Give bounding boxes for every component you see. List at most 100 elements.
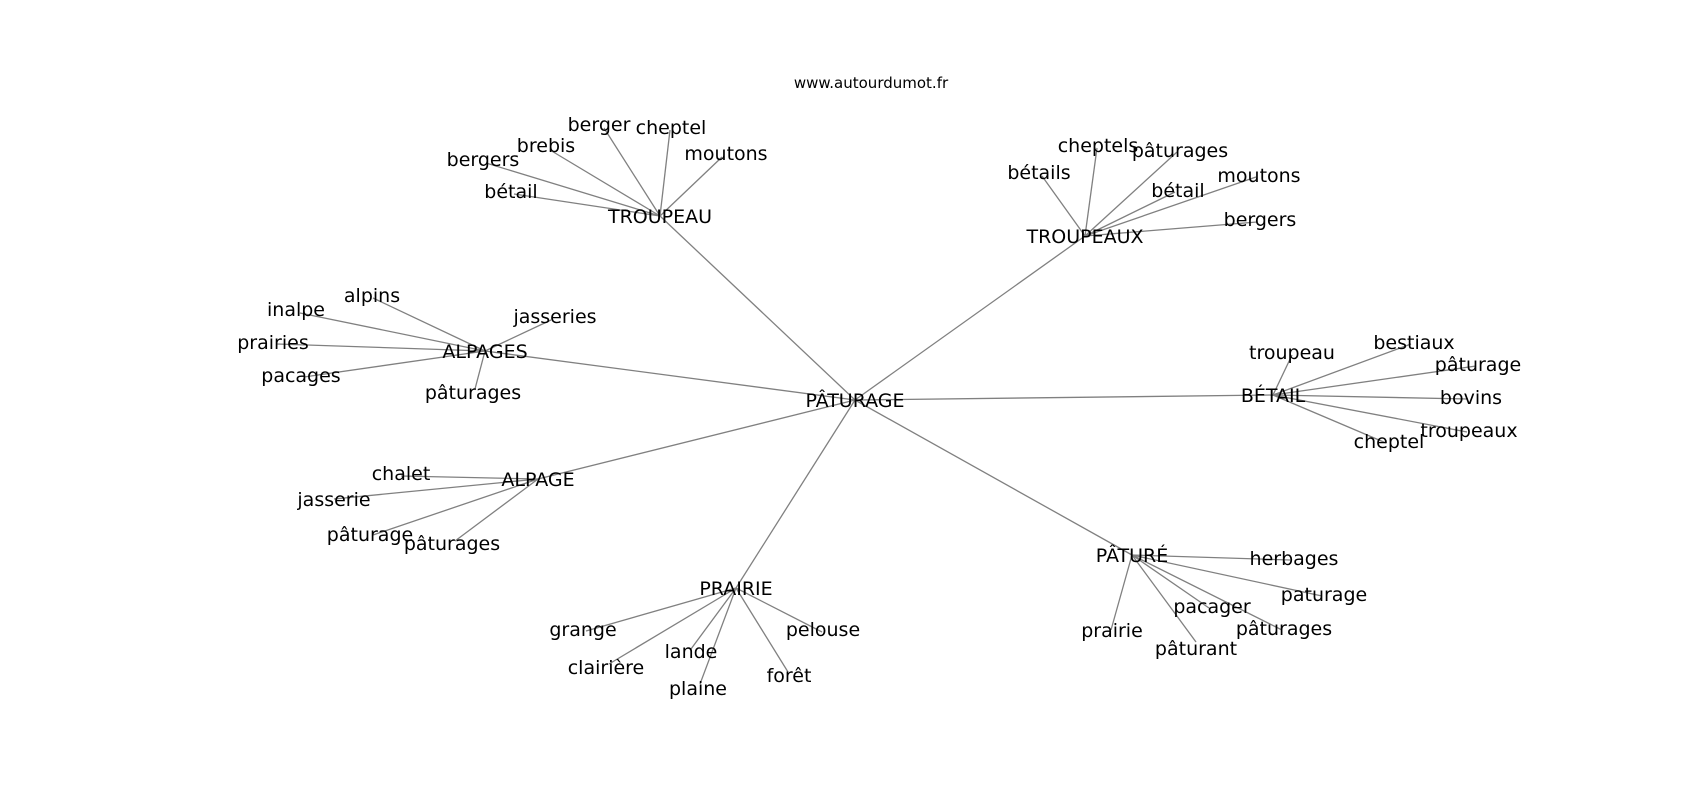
leaf-node[interactable]: pâturages bbox=[1132, 140, 1228, 162]
leaf-node[interactable]: grange bbox=[549, 619, 616, 641]
leaf-node[interactable]: jasseries bbox=[512, 306, 596, 328]
edge-hub-to-leaf bbox=[1272, 394, 1468, 433]
edge-hub-to-leaf bbox=[1131, 554, 1210, 609]
source-watermark: www.autourdumot.fr bbox=[794, 74, 949, 92]
edge-hub-to-leaf bbox=[1272, 394, 1387, 444]
leaf-node[interactable]: pâturages bbox=[1236, 618, 1332, 640]
leaf-node[interactable]: forêt bbox=[767, 665, 812, 687]
edge-hub-to-leaf bbox=[690, 587, 737, 650]
leaf-node[interactable]: alpins bbox=[344, 285, 400, 307]
hub-node[interactable]: TROUPEAUX bbox=[1025, 226, 1143, 248]
edge-hub-to-leaf bbox=[1272, 394, 1469, 400]
hub-node[interactable]: ALPAGE bbox=[501, 469, 574, 491]
edge-hub-to-leaf bbox=[454, 478, 539, 542]
edge-hub-to-leaf bbox=[1084, 151, 1178, 237]
leaf-node[interactable]: brebis bbox=[517, 135, 575, 157]
leaf-node[interactable]: cheptels bbox=[1058, 135, 1139, 157]
edge-hub-to-leaf bbox=[372, 478, 539, 536]
edge-hub-to-leaf bbox=[659, 129, 671, 217]
leaf-node[interactable]: jasserie bbox=[296, 489, 370, 511]
edge-hub-to-leaf bbox=[485, 162, 661, 217]
leaf-node[interactable]: prairie bbox=[1081, 620, 1143, 642]
edge-hub-to-leaf bbox=[1272, 365, 1477, 396]
leaf-node[interactable]: pacager bbox=[1173, 596, 1251, 618]
edge-hub-to-leaf bbox=[1272, 354, 1293, 396]
leaf-node[interactable]: berger bbox=[568, 114, 631, 136]
leaf-node[interactable]: herbages bbox=[1250, 548, 1339, 570]
edge-center-to-hub bbox=[537, 399, 856, 480]
edge-center-to-hub bbox=[659, 215, 856, 401]
edge-hub-to-leaf bbox=[299, 312, 486, 352]
edge-hub-to-leaf bbox=[1272, 343, 1412, 396]
hub-node[interactable]: TROUPEAU bbox=[607, 206, 712, 228]
leaf-node[interactable]: inalpe bbox=[267, 299, 325, 321]
leaf-node[interactable]: bestiaux bbox=[1373, 332, 1454, 354]
edge-hub-to-leaf bbox=[603, 127, 661, 217]
leaf-node[interactable]: lande bbox=[665, 641, 718, 663]
edge-hub-to-leaf bbox=[1084, 147, 1098, 237]
leaf-node[interactable]: pâturage bbox=[327, 524, 413, 546]
edge-hub-to-leaf bbox=[1131, 554, 1323, 597]
edge-center-to-hub bbox=[735, 399, 856, 589]
edge-hub-to-leaf bbox=[1084, 191, 1176, 237]
edge-center-to-hub bbox=[854, 399, 1133, 556]
leaf-node[interactable]: pâturant bbox=[1155, 638, 1237, 660]
edges-layer bbox=[276, 127, 1477, 685]
leaf-node[interactable]: pelouse bbox=[786, 619, 860, 641]
leaf-node[interactable]: bétails bbox=[1007, 162, 1070, 184]
edge-center-to-hub bbox=[484, 350, 856, 401]
edge-hub-to-leaf bbox=[735, 587, 789, 673]
edge-hub-to-leaf bbox=[699, 587, 737, 685]
leaf-node[interactable]: cheptel bbox=[636, 117, 707, 139]
edge-hub-to-leaf bbox=[372, 297, 486, 352]
edge-hub-to-leaf bbox=[585, 587, 737, 632]
leaf-node[interactable]: bovins bbox=[1440, 387, 1502, 409]
hub-node[interactable]: PÂTURÉ bbox=[1096, 544, 1168, 567]
leaf-node[interactable]: bergers bbox=[1224, 209, 1297, 231]
edge-hub-to-leaf bbox=[1110, 554, 1133, 631]
leaf-node[interactable]: troupeaux bbox=[1420, 420, 1517, 442]
leaf-node[interactable]: pacages bbox=[261, 365, 340, 387]
edge-hub-to-leaf bbox=[659, 156, 723, 217]
leaf-node[interactable]: moutons bbox=[684, 143, 767, 165]
leaf-node[interactable]: pâturages bbox=[425, 382, 521, 404]
edge-hub-to-leaf bbox=[484, 319, 552, 352]
edge-hub-to-leaf bbox=[735, 587, 823, 633]
edge-hub-to-leaf bbox=[1131, 554, 1197, 643]
hub-node[interactable]: BÉTAIL bbox=[1241, 384, 1306, 407]
edge-hub-to-leaf bbox=[513, 193, 661, 217]
leaf-node[interactable]: paturage bbox=[1281, 584, 1367, 606]
leaf-node[interactable]: bétail bbox=[484, 181, 537, 203]
leaf-node[interactable]: troupeau bbox=[1249, 342, 1335, 364]
edge-hub-to-leaf bbox=[1084, 221, 1258, 237]
leaf-node[interactable]: prairies bbox=[237, 332, 308, 354]
center-node[interactable]: PÂTURAGE bbox=[805, 389, 904, 412]
leaf-node[interactable]: cheptel bbox=[1354, 431, 1425, 453]
leaf-node[interactable]: chalet bbox=[372, 463, 431, 485]
edge-hub-to-leaf bbox=[333, 478, 539, 500]
leaf-node[interactable]: bergers bbox=[447, 149, 520, 171]
edge-hub-to-leaf bbox=[400, 475, 539, 480]
leaf-node[interactable]: plaine bbox=[669, 678, 727, 700]
edge-hub-to-leaf bbox=[1131, 554, 1291, 561]
hub-node[interactable]: PRAIRIE bbox=[699, 578, 772, 600]
edge-hub-to-leaf bbox=[608, 587, 737, 665]
leaf-node[interactable]: pâturage bbox=[1435, 354, 1521, 376]
leaf-node[interactable]: bétail bbox=[1151, 180, 1204, 202]
edge-center-to-hub bbox=[854, 394, 1274, 401]
edge-hub-to-leaf bbox=[1131, 554, 1283, 631]
edge-hub-to-leaf bbox=[549, 149, 661, 217]
edge-center-to-hub bbox=[854, 235, 1086, 401]
leaf-node[interactable]: pâturages bbox=[404, 533, 500, 555]
edge-hub-to-leaf bbox=[303, 350, 486, 378]
leaf-node[interactable]: moutons bbox=[1217, 165, 1300, 187]
edge-hub-to-leaf bbox=[276, 343, 486, 352]
edge-hub-to-leaf bbox=[1084, 176, 1257, 237]
hub-node[interactable]: ALPAGES bbox=[442, 341, 527, 363]
leaf-node[interactable]: clairière bbox=[568, 657, 645, 679]
edge-hub-to-leaf bbox=[474, 350, 486, 390]
edge-hub-to-leaf bbox=[1041, 175, 1086, 237]
